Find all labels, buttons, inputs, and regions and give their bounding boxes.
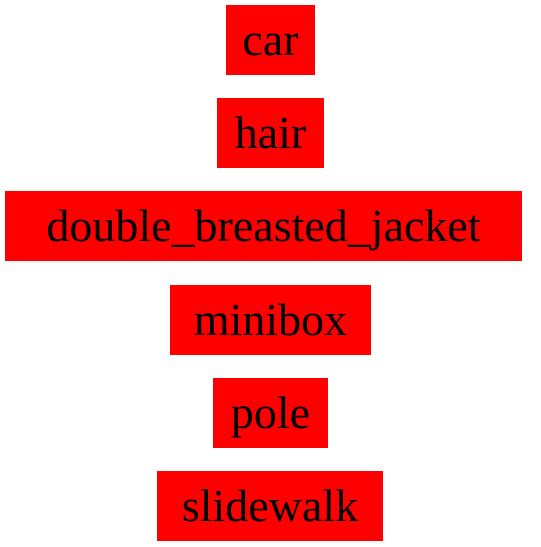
label-car: car bbox=[226, 5, 315, 75]
label-pole: pole bbox=[213, 378, 328, 448]
label-hair: hair bbox=[217, 98, 324, 168]
label-minibox: minibox bbox=[170, 285, 371, 355]
label-double-breasted-jacket: double_breasted_jacket bbox=[5, 191, 522, 261]
label-slidewalk: slidewalk bbox=[157, 471, 383, 541]
